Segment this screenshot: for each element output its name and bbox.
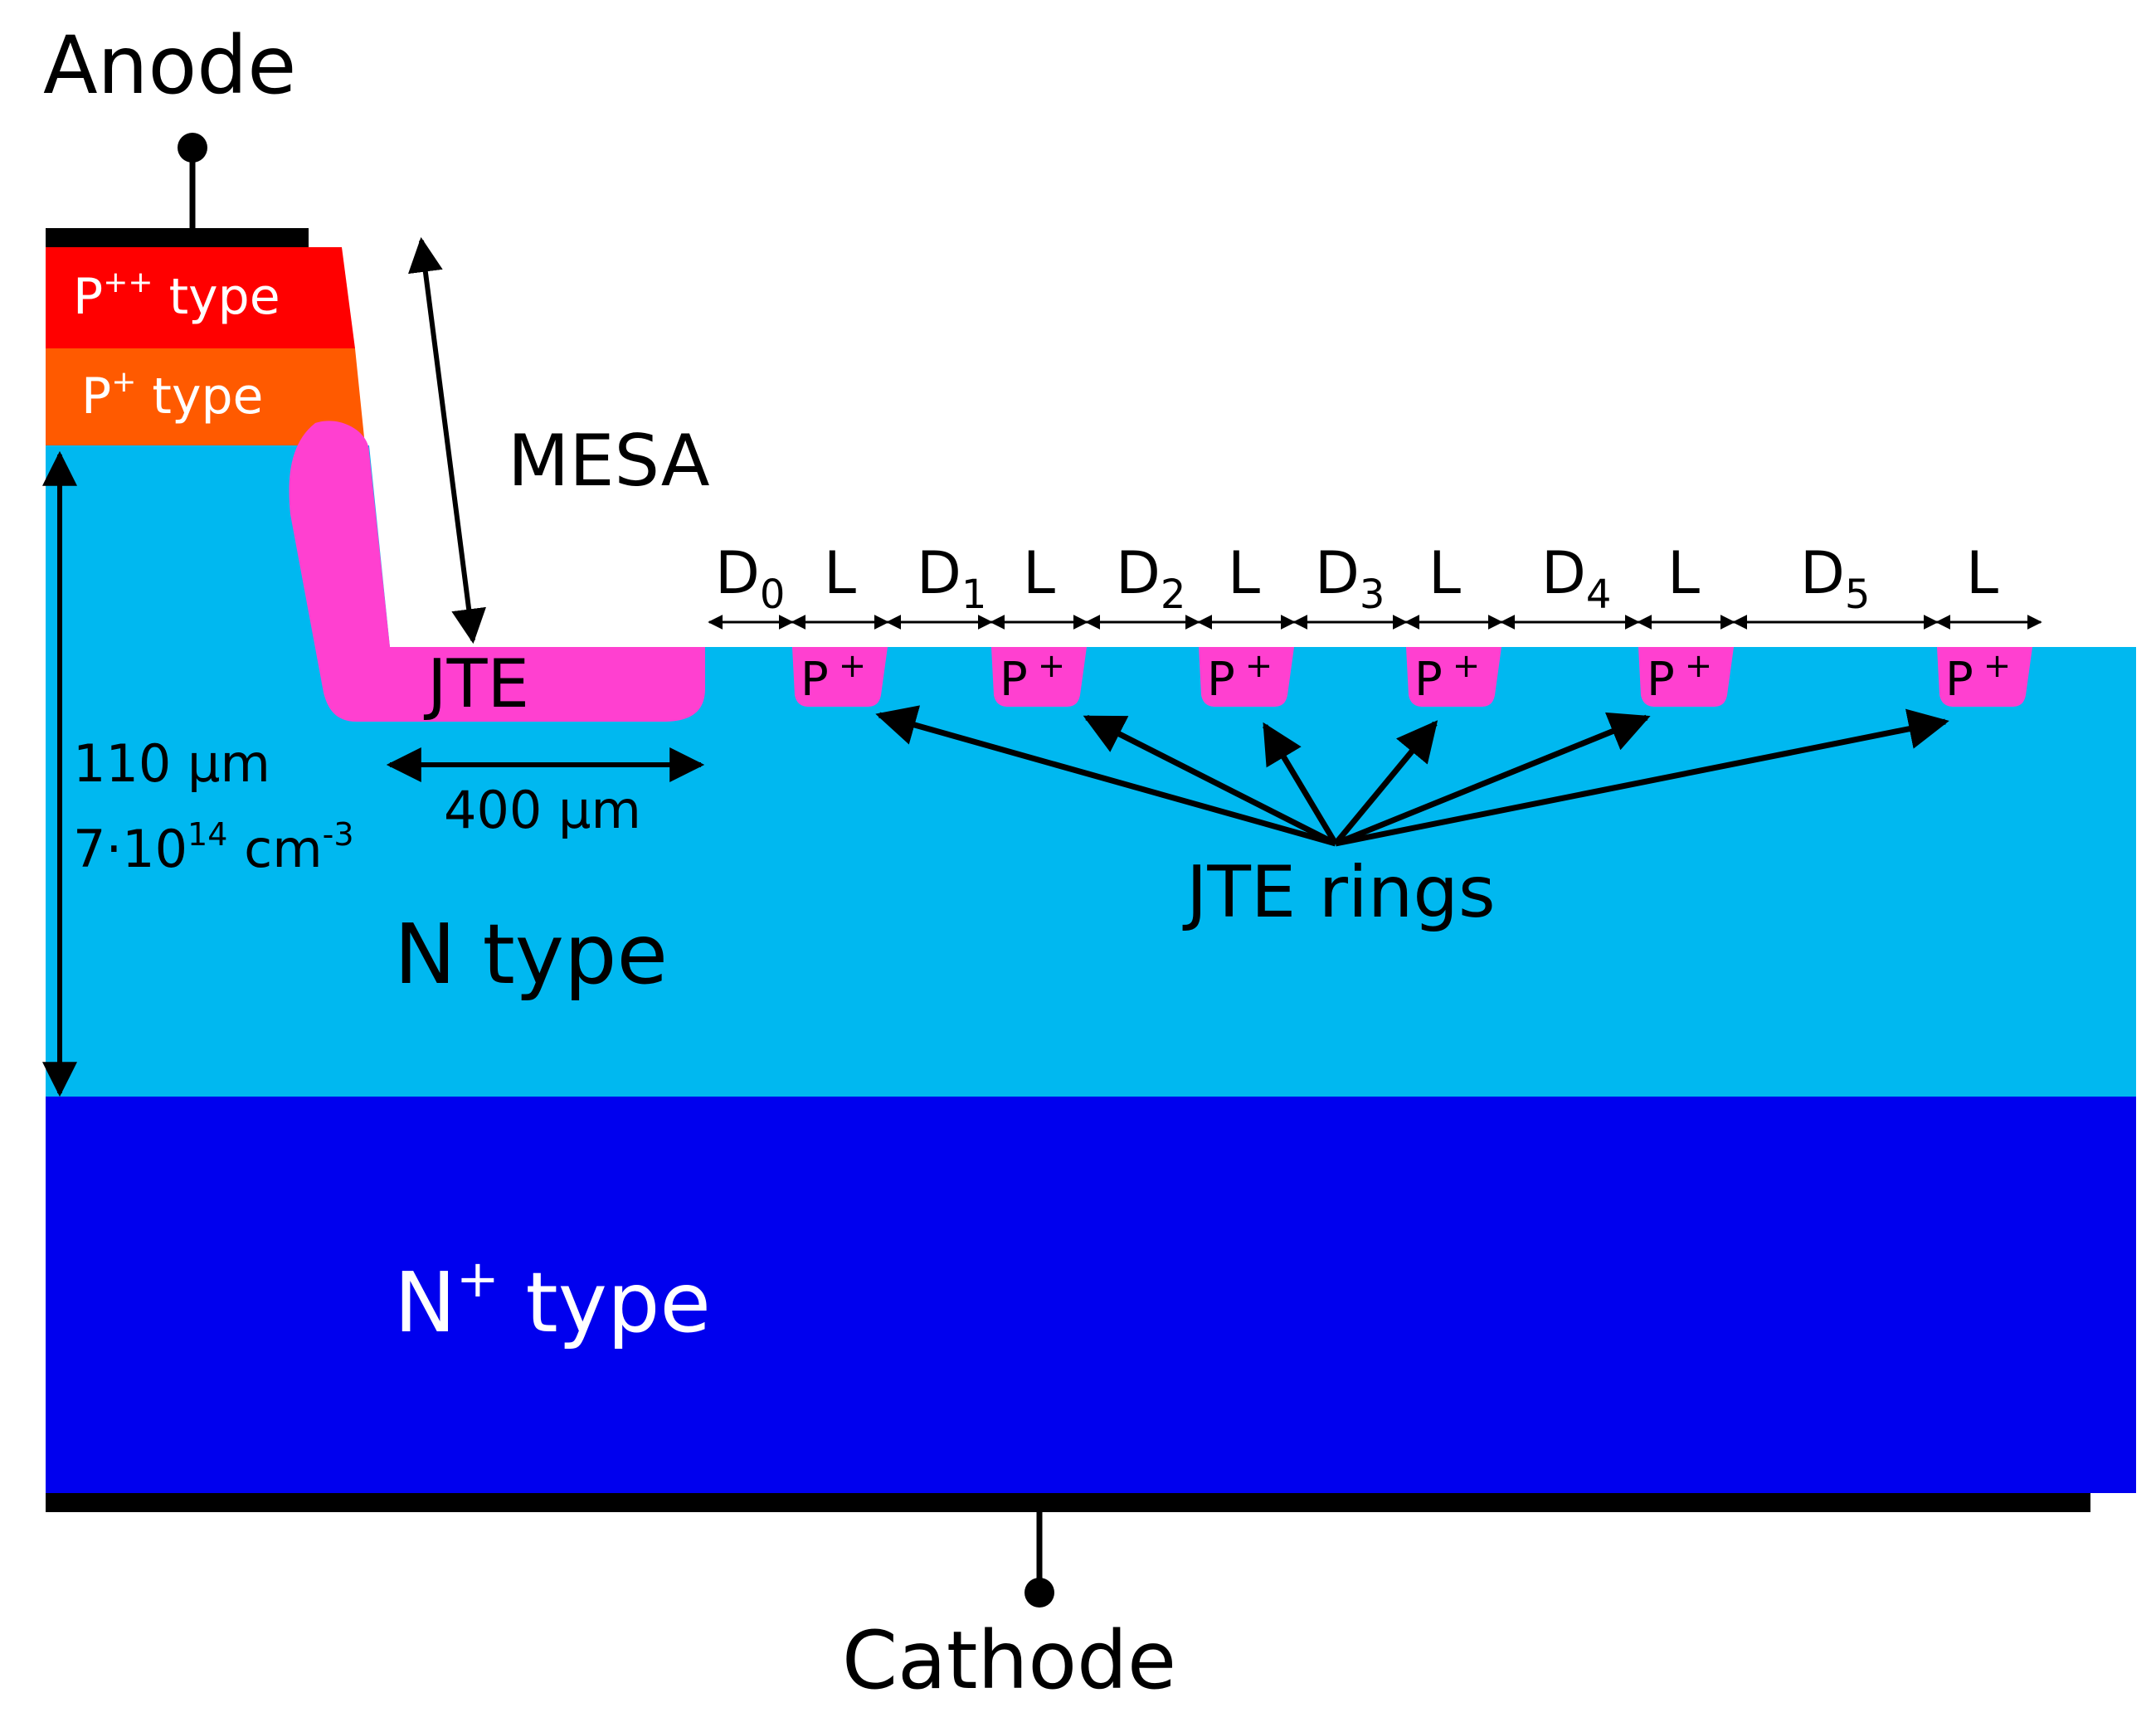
ring-pointer-2 <box>1083 714 1337 847</box>
spacing-labels: D0 L D1 L D2 L D3 L D4 L D5 L <box>715 539 1998 618</box>
spacing-label-d0: D0 <box>715 539 785 618</box>
ring-6 <box>1937 647 2032 707</box>
ring-label-6: P+ <box>1945 647 2011 707</box>
p-plus-plus-label: P++ type <box>73 265 280 326</box>
n-type-label: N type <box>394 906 668 1003</box>
width-label-l1: L <box>824 539 856 607</box>
mesa-label: MESA <box>508 420 710 503</box>
jte-label: JTE <box>423 645 529 722</box>
anode-terminal-dot <box>178 133 207 163</box>
p-plus-layer <box>46 348 365 445</box>
mesa-height-arrow <box>407 236 487 645</box>
ring-labels: P+ P+ P+ P+ P+ P+ <box>801 647 2011 707</box>
anode-metal <box>46 228 309 247</box>
drift-doping-label: 7·1014 cm-3 <box>73 816 354 879</box>
ring-pointer-arrows <box>875 705 1949 847</box>
n-plus-substrate <box>46 1097 2136 1493</box>
drift-thickness-label: 110 µm <box>73 733 270 794</box>
anode-label: Anode <box>43 19 296 112</box>
n-drift-region <box>46 445 2136 1097</box>
ring-1 <box>792 647 888 707</box>
width-label-l5: L <box>1667 539 1700 607</box>
ring-pointer-5 <box>1334 712 1651 847</box>
p-plus-plus-layer <box>46 247 355 348</box>
cathode-label: Cathode <box>842 1614 1176 1707</box>
ring-4 <box>1406 647 1501 707</box>
ring-pointer-6 <box>1335 708 1949 847</box>
n-plus-type-label: N+ type <box>394 1248 711 1351</box>
jte-rings <box>792 647 2032 707</box>
jte-region <box>289 421 705 722</box>
ring-5 <box>1638 647 1734 707</box>
ring-label-1: P+ <box>801 647 866 707</box>
ring-label-2: P+ <box>1000 647 1065 707</box>
ring-pointer-1 <box>875 705 1336 847</box>
width-label-l4: L <box>1428 539 1461 607</box>
width-label-l3: L <box>1228 539 1260 607</box>
ring-pointer-3 <box>1262 722 1339 845</box>
spacing-label-d3: D3 <box>1315 539 1385 618</box>
width-label-l2: L <box>1023 539 1055 607</box>
ring-pointer-4 <box>1333 720 1438 846</box>
spacing-label-d4: D4 <box>1541 539 1611 618</box>
ring-label-3: P+ <box>1207 647 1273 707</box>
cathode-terminal-dot <box>1024 1578 1054 1608</box>
ring-label-5: P+ <box>1647 647 1712 707</box>
cathode-metal <box>46 1493 2090 1512</box>
ring-2 <box>991 647 1087 707</box>
spacing-label-d5: D5 <box>1800 539 1870 618</box>
spacing-label-d1: D1 <box>917 539 986 618</box>
p-plus-label: P+ type <box>81 365 263 426</box>
ring-label-4: P+ <box>1414 647 1480 707</box>
jte-rings-caption: JTE rings <box>1182 851 1496 934</box>
ring-3 <box>1199 647 1294 707</box>
jte-width-label: 400 µm <box>444 780 641 840</box>
spacing-label-d2: D2 <box>1116 539 1185 618</box>
width-label-l6: L <box>1966 539 1998 607</box>
